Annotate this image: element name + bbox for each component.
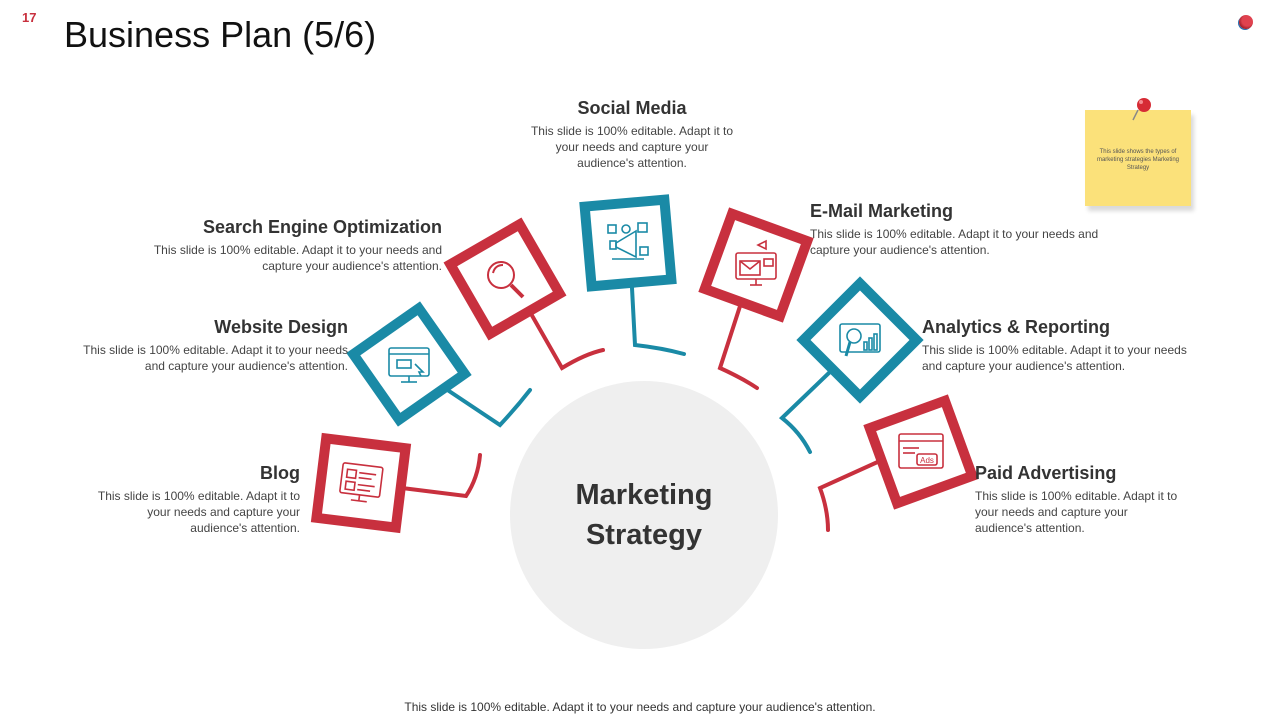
connector-blog [400,453,482,499]
connector-seo [528,310,605,371]
sticky-note: This slide shows the types of marketing … [1085,110,1191,206]
magnifier-icon [487,261,525,299]
seo-title: Search Engine Optimization [202,217,442,237]
megaphone-icon [607,222,649,260]
website-design-icon [388,347,430,383]
paid-advertising-text: This slide is 100% editable. Adapt it to… [975,489,1178,535]
social-media-box [579,194,677,292]
blog-text: This slide is 100% editable. Adapt it to… [97,489,300,535]
email-marketing-text: This slide is 100% editable. Adapt it to… [810,227,1099,257]
paid-advertising-title: Paid Advertising [975,463,1117,483]
paid-advertising-block: Paid Advertising This slide is 100% edit… [975,462,1185,536]
website-design-title: Website Design [214,317,348,337]
sticky-note-text: This slide shows the types of marketing … [1096,149,1180,171]
email-monitor-icon [735,239,777,286]
connector-email [717,298,759,390]
email-marketing-box [698,207,814,323]
analytics-icon [839,323,881,357]
social-media-title: Social Media [577,98,687,118]
connector-paid [817,458,884,532]
ads-browser-icon: Ads [898,433,944,469]
center-label-line2: Strategy [585,519,703,551]
push-pin-icon [1132,98,1151,121]
blog-title: Blog [260,463,300,483]
seo-block: Search Engine Optimization This slide is… [112,216,442,274]
center-circle [510,381,778,649]
analytics-block: Analytics & Reporting This slide is 100%… [922,316,1194,374]
seo-box [443,217,567,341]
email-marketing-block: E-Mail Marketing This slide is 100% edit… [810,200,1140,258]
blog-box [310,432,412,534]
seo-text: This slide is 100% editable. Adapt it to… [153,243,442,273]
paid-advertising-box: Ads [863,394,979,510]
slide-number: 17 [22,10,37,25]
blog-layout-icon [339,462,384,503]
ads-label: Ads [920,456,934,465]
analytics-text: This slide is 100% editable. Adapt it to… [922,343,1187,373]
connector-analytics [778,368,834,454]
email-marketing-title: E-Mail Marketing [810,201,954,221]
blog-block: Blog This slide is 100% editable. Adapt … [90,462,300,536]
website-design-block: Website Design This slide is 100% editab… [76,316,348,374]
page-title: Business Plan (5/6) [64,14,377,55]
corner-dot-icon [1239,15,1253,29]
footer-text: This slide is 100% editable. Adapt it to… [404,700,876,714]
analytics-box [796,276,924,404]
center-label: Marketing Strategy [510,475,778,555]
website-design-box [346,301,472,427]
social-media-block: Social Media This slide is 100% editable… [528,97,736,171]
connector-website [438,383,532,428]
center-label-line1: Marketing [575,479,713,511]
website-design-text: This slide is 100% editable. Adapt it to… [83,343,348,373]
analytics-title: Analytics & Reporting [922,317,1111,337]
connector-social [630,286,686,356]
social-media-text: This slide is 100% editable. Adapt it to… [530,124,734,170]
